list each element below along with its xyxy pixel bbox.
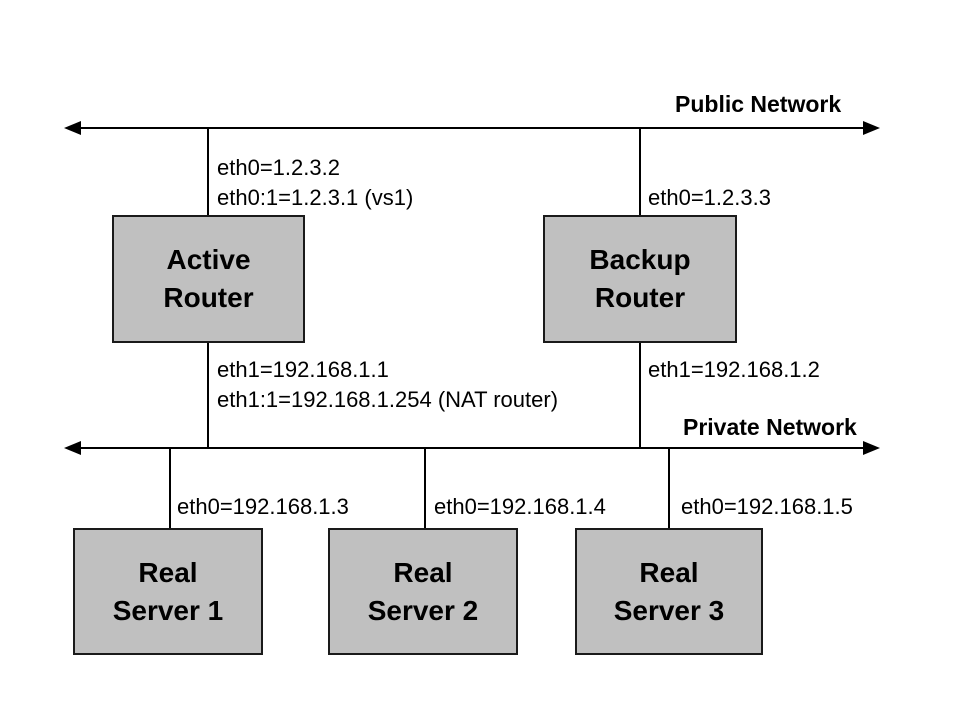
private-network-line <box>78 447 870 449</box>
public-network-arrow-left-icon <box>64 121 81 135</box>
active-router-label-line2: Router <box>163 282 254 313</box>
real-server-3-eth0-label: eth0=192.168.1.5 <box>681 494 853 519</box>
connector-real-server-2-private <box>424 449 426 528</box>
connector-real-server-1-private <box>169 449 171 528</box>
real-server-1-label-line2: Server 1 <box>112 594 224 626</box>
real-server-1-eth0-label: eth0=192.168.1.3 <box>177 494 349 519</box>
private-network-arrow-right-icon <box>863 441 880 455</box>
public-network-line <box>78 127 870 129</box>
real-server-1-node: Real Server 1 <box>73 528 263 655</box>
active-router-eth1-label: eth1=192.168.1.1 <box>217 357 389 382</box>
real-server-3-label-line2: Server 3 <box>613 594 725 626</box>
backup-router-eth0-label: eth0=1.2.3.3 <box>648 185 771 210</box>
real-server-2-label-line2: Server 2 <box>367 594 479 626</box>
connector-real-server-3-private <box>668 449 670 528</box>
connector-active-router-public <box>207 129 209 215</box>
public-network-arrow-right-icon <box>863 121 880 135</box>
private-network-arrow-left-icon <box>64 441 81 455</box>
connector-backup-router-public <box>639 129 641 215</box>
connector-backup-router-private <box>639 341 641 447</box>
real-server-3-label-line1: Real <box>639 556 699 588</box>
active-router-label-line1: Active <box>166 244 251 275</box>
active-router-eth0-label: eth0=1.2.3.2 <box>217 155 340 180</box>
backup-router-label-line2: Router <box>594 282 686 313</box>
backup-router-node: Backup Router <box>543 215 737 343</box>
real-server-2-node: Real Server 2 <box>328 528 518 655</box>
active-router-eth1-alias-label: eth1:1=192.168.1.254 (NAT router) <box>217 387 559 412</box>
real-server-1-label-line1: Real <box>138 556 198 588</box>
connector-active-router-private <box>207 341 209 447</box>
active-router-node: Active Router <box>112 215 305 343</box>
active-router-eth0-alias-label: eth0:1=1.2.3.1 (vs1) <box>217 185 414 210</box>
real-server-2-label-line1: Real <box>393 556 453 588</box>
real-server-3-node: Real Server 3 <box>575 528 763 655</box>
backup-router-eth1-label: eth1=192.168.1.2 <box>648 357 820 382</box>
private-network-title: Private Network <box>683 414 857 440</box>
public-network-title: Public Network <box>675 91 842 117</box>
real-server-2-eth0-label: eth0=192.168.1.4 <box>434 494 606 519</box>
backup-router-label-line1: Backup <box>589 244 691 275</box>
